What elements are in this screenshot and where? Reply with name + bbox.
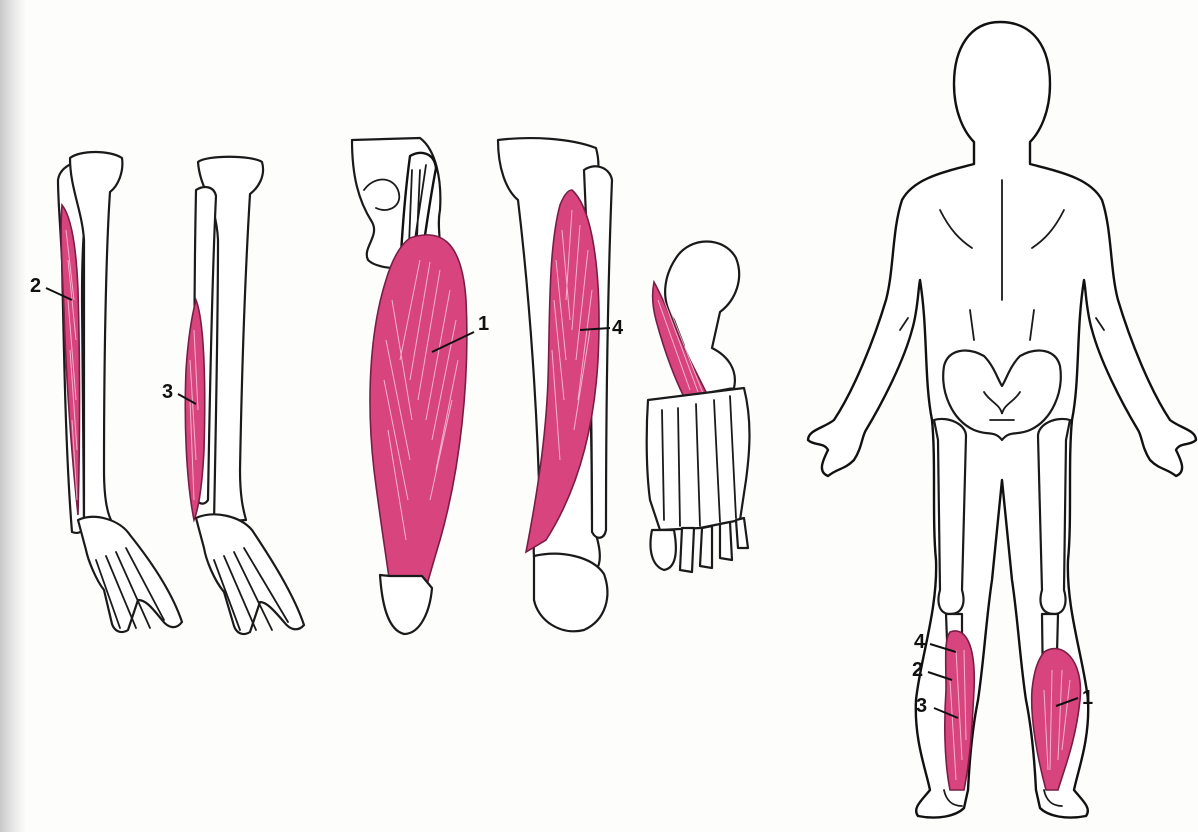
leg-deep-view: 4 bbox=[498, 138, 624, 631]
leg-posterior-view: 1 bbox=[352, 138, 489, 634]
body-label-3: 3 bbox=[916, 695, 927, 717]
ankle-4 bbox=[534, 554, 607, 632]
label-1: 1 bbox=[478, 313, 489, 335]
muscle-3-shape bbox=[185, 300, 204, 520]
heel-3 bbox=[380, 575, 432, 634]
label-2: 2 bbox=[30, 275, 41, 297]
body-label-2: 2 bbox=[912, 659, 923, 681]
label-4: 4 bbox=[612, 317, 624, 339]
body-outline-posterior: 4 2 3 1 bbox=[808, 22, 1196, 818]
leg-lateral-view: 2 bbox=[30, 152, 182, 632]
muscle-1-shape bbox=[370, 235, 467, 630]
foot-plantar-view bbox=[647, 242, 750, 573]
body-label-1: 1 bbox=[1082, 687, 1093, 709]
label-3: 3 bbox=[162, 381, 173, 403]
leg-medial-view: 3 bbox=[162, 157, 304, 634]
body-label-4: 4 bbox=[914, 631, 926, 653]
